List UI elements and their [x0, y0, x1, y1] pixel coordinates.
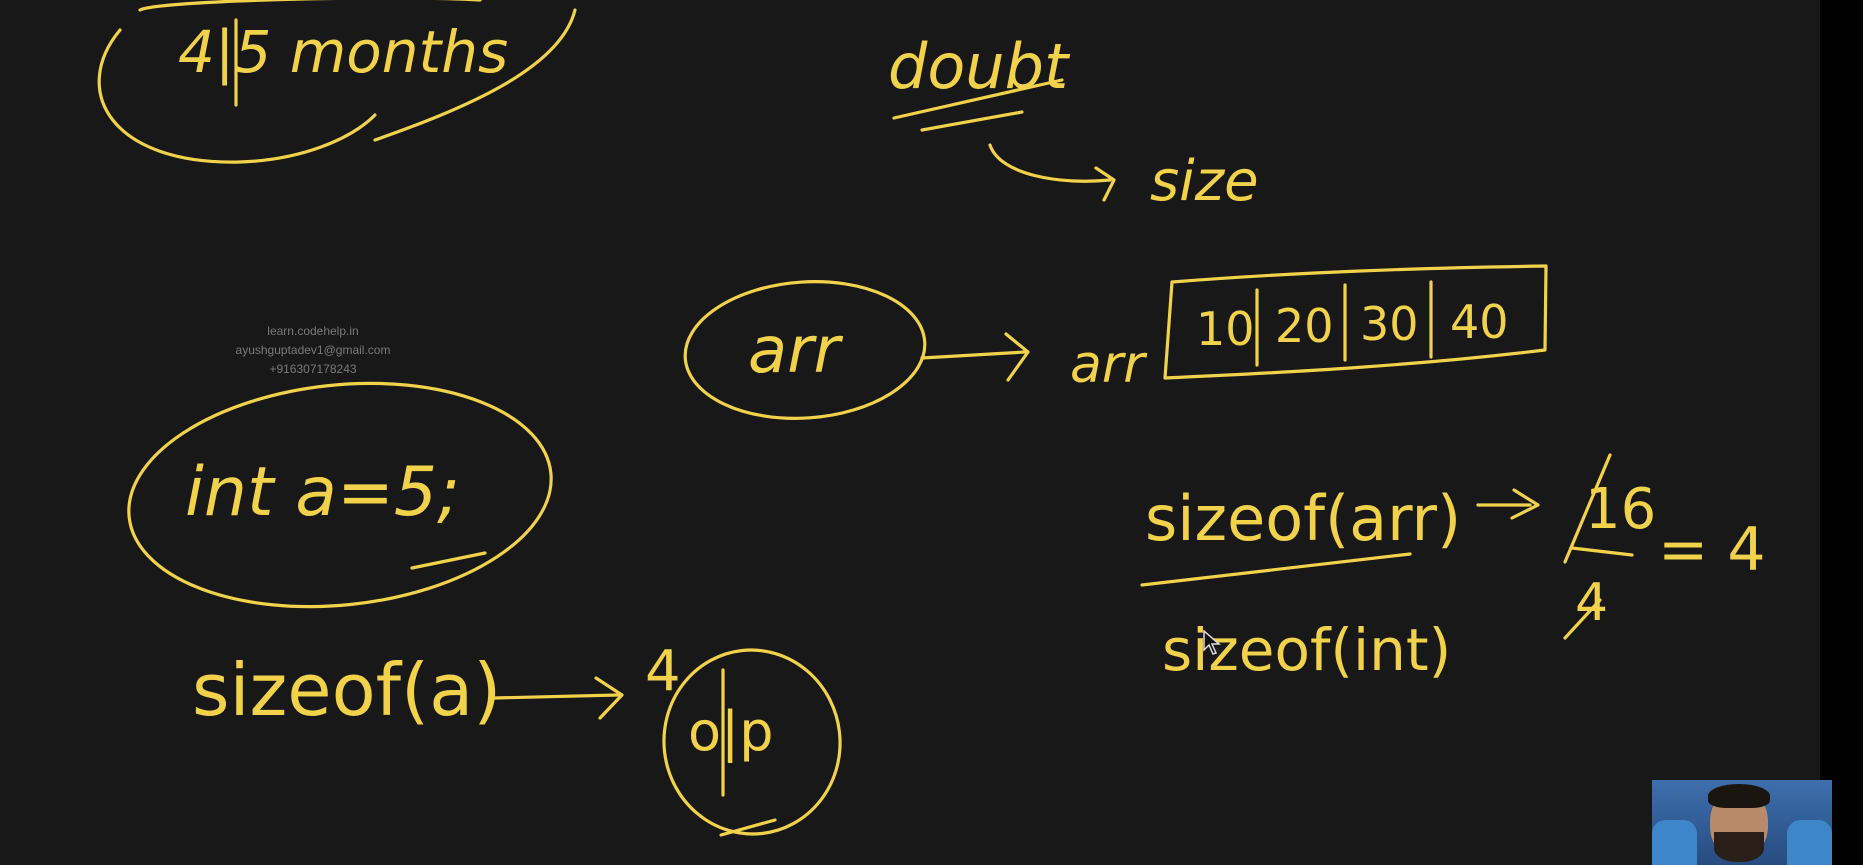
array-length-formula: sizeof(arr) sizeof(int) 16 4 = 4	[1140, 453, 1766, 684]
chair-left	[1652, 820, 1697, 865]
watermark-phone: +916307178243	[269, 362, 357, 376]
presenter-beard	[1714, 832, 1764, 862]
equals-four-text: = 4	[1658, 515, 1766, 585]
sizeof-a-note: sizeof(a) 4 o|p	[192, 639, 842, 837]
presenter-webcam	[1652, 780, 1832, 865]
array-cell-3: 30	[1360, 297, 1419, 351]
mouse-cursor-icon	[1203, 629, 1222, 661]
op-text: o|p	[688, 700, 774, 763]
int-decl-note: int a=5;	[127, 381, 553, 609]
array-cell-1: 10	[1196, 302, 1255, 356]
months-note: 4|5 months	[97, 0, 577, 164]
doubt-text: doubt	[888, 30, 1071, 103]
array-cell-2: 20	[1275, 299, 1334, 353]
watermark-site: learn.codehelp.in	[267, 324, 359, 338]
watermark: learn.codehelp.in ayushguptadev1@gmail.c…	[218, 322, 408, 379]
size-text: size	[1150, 149, 1259, 214]
doubt-note: doubt size	[888, 30, 1259, 214]
sizeof-a-text: sizeof(a)	[192, 648, 501, 732]
presenter-hair	[1708, 784, 1770, 808]
sizeof-int-text: sizeof(int)	[1162, 616, 1451, 684]
int-decl-text: int a=5;	[185, 453, 460, 532]
whiteboard-canvas[interactable]	[0, 0, 1820, 865]
four-output-text: 4	[645, 639, 681, 704]
array-cell-4: 40	[1450, 295, 1509, 349]
watermark-email: ayushguptadev1@gmail.com	[235, 343, 391, 357]
chair-right	[1787, 820, 1832, 865]
sizeof-arr-text: sizeof(arr)	[1145, 482, 1461, 555]
arr-bubble-text: arr	[748, 314, 844, 388]
arr-label-text: arr	[1070, 335, 1148, 395]
months-text: 4|5 months	[178, 18, 508, 86]
array-note: arr arr 10 20 30 40	[683, 264, 1548, 420]
